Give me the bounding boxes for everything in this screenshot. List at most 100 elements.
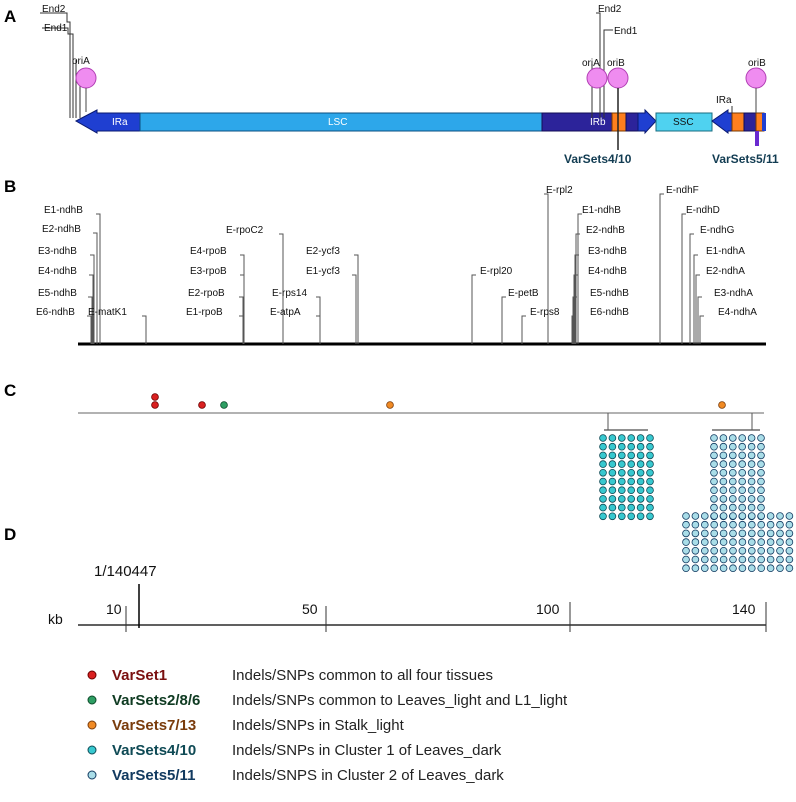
varsets-5-11-dot: [757, 520, 765, 529]
varsets-5-11-dot: [691, 546, 700, 555]
varsets-4-10-dot: [627, 460, 635, 468]
varsets-5-11-dot: [710, 512, 718, 520]
varsets-5-11-dot: [710, 555, 718, 564]
varsets-5-11-marker: [755, 131, 759, 146]
gene-label: E4-rpoB: [190, 246, 227, 257]
varsets-4-10-dot: [608, 442, 617, 451]
varsets-4-10-dot: [627, 434, 635, 442]
varsets-5-11-dot: [691, 555, 700, 564]
lsc-label: LSC: [328, 117, 347, 128]
ori-a-label-left: oriA: [72, 56, 90, 67]
gene-label: E3-ndhB: [38, 246, 77, 257]
ori-b-label-mid: oriB: [607, 58, 625, 69]
panel-b: E1-ndhBE2-ndhBE3-ndhBE4-ndhBE5-ndhBE6-nd…: [36, 185, 766, 346]
varsets-5-11-dot: [747, 520, 756, 529]
varsets-5-11-dot: [738, 495, 746, 503]
varsets-5-11-dot: [738, 538, 747, 546]
varsets-5-11-dot: [747, 546, 756, 555]
legend-item-3: VarSets4/10 Indels/SNPs in Cluster 1 of …: [87, 742, 502, 759]
varsets-4-10-dot: [608, 486, 617, 495]
gene-label: E3-ndhB: [588, 246, 627, 257]
varsets-4-10-label: VarSets4/10: [564, 152, 632, 166]
varsets-4-10-dot: [646, 442, 654, 451]
irb-label: IRb: [590, 117, 606, 128]
ori-b-circle-right: [745, 67, 767, 89]
gene-label: E1-ndhA: [706, 246, 745, 257]
gene-leader-line: [471, 274, 476, 344]
legend-dot-4: [87, 770, 97, 780]
gene-leader-line: [316, 315, 321, 344]
varsets-5-11-dot: [710, 503, 718, 512]
varsets-5-11-dot: [728, 434, 737, 442]
varsets-5-11-dot: [785, 546, 794, 555]
legend-desc-3: Indels/SNPs in Cluster 1 of Leaves_dark: [232, 742, 502, 759]
gene-leader-line: [352, 274, 357, 344]
varsets-4-10-dot: [627, 503, 635, 512]
tick-label-140: 140: [732, 601, 756, 617]
panel-a: End2 End1 oriA IRa LSC IRb SSC IRa End2 …: [40, 4, 779, 166]
varsets-5-11-dot: [691, 538, 700, 546]
varsets-5-11-dot: [738, 546, 747, 555]
gene-label: E4-ndhB: [588, 266, 627, 277]
varsets-5-11-dot: [738, 451, 746, 460]
end2-label-mid: End2: [598, 4, 622, 15]
gene-label: E2-rpoB: [188, 288, 225, 299]
varsets-5-11-dot: [710, 529, 718, 538]
varsets-5-11-dot: [729, 546, 737, 555]
legend-dot-0: [87, 670, 97, 680]
varsets-4-10-dot: [617, 442, 626, 451]
legend-item-1: VarSets2/8/6 Indels/SNPs common to Leave…: [87, 692, 568, 709]
junction-label: 1/140447: [94, 563, 157, 580]
gene-label: E-rpl20: [480, 266, 513, 277]
varsets-5-11-dot: [757, 529, 765, 538]
varsets-5-11-dot: [728, 477, 737, 486]
varsets-5-11-dot: [700, 512, 709, 520]
varsets-4-10-dot: [627, 512, 635, 521]
varsets-4-10-dot: [646, 468, 654, 477]
legend-dot-3: [87, 745, 97, 755]
varsets-4-10-dot: [646, 486, 654, 495]
varsets-5-11-dot: [738, 468, 746, 477]
varsets-5-11-dot: [729, 555, 737, 564]
legend-set-0: VarSet1: [112, 667, 167, 684]
ira-right-orange-1: [731, 112, 745, 132]
varsets-5-11-dot: [719, 442, 728, 451]
varsets-5-11-dot: [719, 520, 728, 529]
gene-label: E2-ndhA: [706, 266, 745, 277]
gene-leader-line: [142, 315, 147, 344]
tick-label-50: 50: [302, 601, 318, 617]
varsets-5-11-dot: [766, 529, 775, 538]
legend-item-4: VarSets5/11 Indels/SNPS in Cluster 2 of …: [87, 767, 504, 784]
ira-left-segment: [74, 109, 141, 134]
varsets-5-11-dot: [682, 520, 690, 529]
gene-label: E-rps14: [272, 288, 307, 299]
varsets-5-11-dot: [747, 477, 756, 486]
varsets-5-11-dot: [766, 555, 775, 564]
varsets-5-11-dot: [747, 529, 756, 538]
gene-label: E1-rpoB: [186, 307, 223, 318]
gene-leader-line: [87, 315, 92, 344]
panel-label-a: A: [4, 7, 16, 26]
ssc-label: SSC: [673, 117, 694, 128]
varsets-5-11-dot: [710, 468, 718, 477]
gene-label: E1-ycf3: [306, 266, 340, 277]
varsets-5-11-dot: [710, 460, 718, 468]
varsets-5-11-dot: [682, 564, 690, 572]
varsets-5-11-dot: [729, 538, 737, 546]
gene-leader-line: [693, 254, 698, 344]
varsets-4-10-dot: [599, 442, 607, 451]
gene-leader-line: [279, 233, 284, 344]
end2-label-left: End2: [42, 4, 66, 15]
varsets-7-13-dot: [718, 401, 726, 409]
gene-label: E2-ycf3: [306, 246, 340, 257]
varsets-4-10-dot: [636, 460, 645, 468]
varsets-5-11-dot: [728, 503, 737, 512]
varsets-5-11-dot: [710, 477, 718, 486]
varsets-4-10-dot: [636, 434, 645, 442]
varsets-4-10-dot: [617, 434, 626, 442]
legend-desc-4: Indels/SNPS in Cluster 2 of Leaves_dark: [232, 767, 504, 784]
varsets-5-11-dot: [766, 564, 775, 572]
varsets-5-11-dot: [682, 546, 690, 555]
gene-leader-line: [316, 296, 321, 344]
legend-item-0: VarSet1 Indels/SNPs common to all four t…: [87, 667, 493, 684]
